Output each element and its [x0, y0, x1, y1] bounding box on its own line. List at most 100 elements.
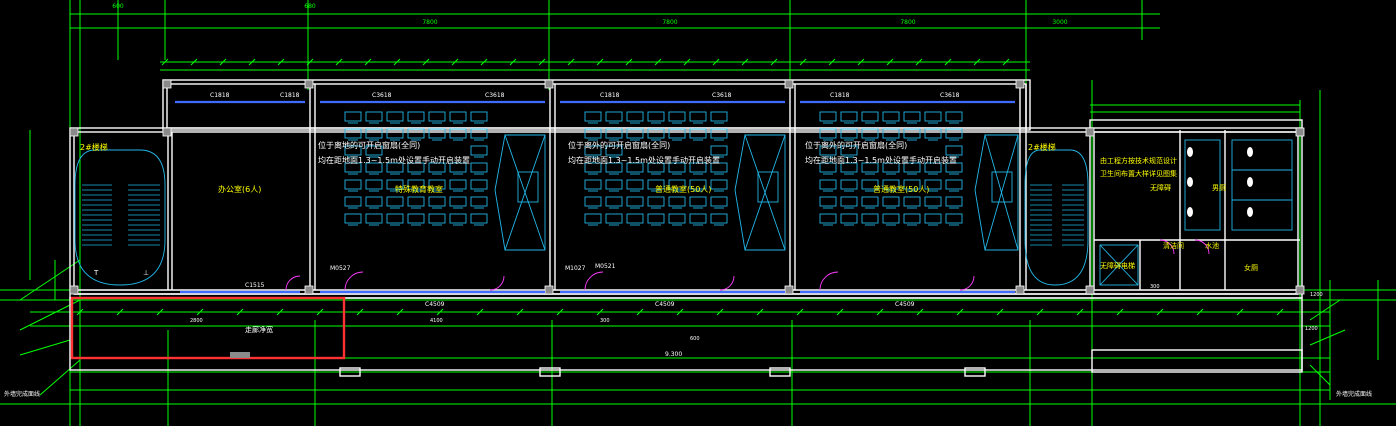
column [162, 127, 172, 137]
desk [365, 162, 383, 173]
desk [344, 128, 362, 139]
dim-tick [1236, 308, 1244, 316]
windows [175, 100, 1015, 294]
desk [605, 196, 623, 207]
small-dim-3: 300 [600, 318, 610, 324]
dim-tick [364, 58, 372, 66]
desk [668, 111, 686, 122]
note-cls1-a: 位于离地的可开启窗扇(全同) [318, 140, 420, 150]
dim-tick [1116, 308, 1124, 316]
dim-tick [335, 58, 343, 66]
column [304, 79, 314, 89]
desk [710, 196, 728, 207]
dim-tick [480, 58, 488, 66]
desk [344, 162, 362, 173]
desk [861, 111, 879, 122]
dim-tick [796, 308, 804, 316]
desk [365, 179, 383, 190]
desk [470, 196, 488, 207]
desk [584, 213, 602, 224]
desk [689, 111, 707, 122]
dim-tick [248, 58, 256, 66]
bottom-tag-7: M1027 [565, 265, 586, 272]
bottom-tag-6: M0521 [595, 263, 616, 270]
desk [605, 179, 623, 190]
dim-tick [876, 308, 884, 316]
note-cls2-a: 位于离外的可开启窗扇(全同) [568, 140, 670, 150]
window-tag-5: C1818 [600, 92, 620, 99]
dim-tick [625, 58, 633, 66]
room-storage: 清洁间 [1163, 241, 1184, 250]
dim-tick [306, 58, 314, 66]
desk [428, 162, 446, 173]
desk [945, 111, 963, 122]
dim-tick [596, 58, 604, 66]
desk [344, 145, 362, 156]
desk [710, 179, 728, 190]
dim-tick [396, 308, 404, 316]
desk [605, 213, 623, 224]
dim-tick [1156, 308, 1164, 316]
column [304, 285, 314, 295]
desk [605, 145, 623, 156]
dim-tick [857, 58, 865, 66]
toilet-bowls [1187, 147, 1253, 217]
bottom-tag-5: M0527 [330, 265, 351, 272]
desk [710, 111, 728, 122]
room-classroom-2: 普通教室(50人) [873, 184, 929, 194]
desk [428, 213, 446, 224]
desk [386, 196, 404, 207]
desk [626, 179, 644, 190]
top-dim-5: 7800 [900, 19, 915, 26]
desk [365, 128, 383, 139]
desk [407, 128, 425, 139]
dim-tick [196, 308, 204, 316]
desk [945, 162, 963, 173]
desk [924, 162, 942, 173]
desk [386, 179, 404, 190]
desk [840, 196, 858, 207]
desk [840, 179, 858, 190]
desk [840, 145, 858, 156]
desk [819, 213, 837, 224]
desk [668, 128, 686, 139]
desk [626, 111, 644, 122]
desk [647, 196, 665, 207]
desk [882, 111, 900, 122]
column [1085, 127, 1095, 137]
small-dim-2: 4100 [430, 318, 443, 324]
toilet-bowl [1187, 147, 1193, 157]
dim-tick [161, 58, 169, 66]
desk [386, 111, 404, 122]
dim-tick [916, 308, 924, 316]
desk [689, 196, 707, 207]
desk [449, 196, 467, 207]
dim-tick [676, 308, 684, 316]
desk [840, 162, 858, 173]
side-label-right: 外墙完成面线 [1336, 390, 1372, 398]
dim-tick [1076, 308, 1084, 316]
room-corridor: 走廊净宽 [245, 325, 273, 334]
desk [365, 111, 383, 122]
column [69, 285, 79, 295]
dim-tick [799, 58, 807, 66]
bottom-tag-2: C4509 [655, 301, 675, 308]
toilet-bowl [1247, 147, 1253, 157]
desk [819, 162, 837, 173]
top-dim-4: 7800 [662, 19, 677, 26]
desk [605, 162, 623, 173]
lecterns [494, 134, 1019, 251]
window-tag-7: C1818 [830, 92, 850, 99]
desk [924, 213, 942, 224]
room-office: 办公室(6人) [218, 184, 261, 194]
desk [924, 128, 942, 139]
note-cls3-a: 位于离外的可开启窗扇(全同) [805, 140, 907, 150]
window-tag-1: C1818 [210, 92, 230, 99]
dim-tick [277, 58, 285, 66]
dim-tick [116, 308, 124, 316]
desk [945, 196, 963, 207]
desk [626, 128, 644, 139]
dim-tick [567, 58, 575, 66]
top-dim-2: 680 [304, 3, 316, 10]
